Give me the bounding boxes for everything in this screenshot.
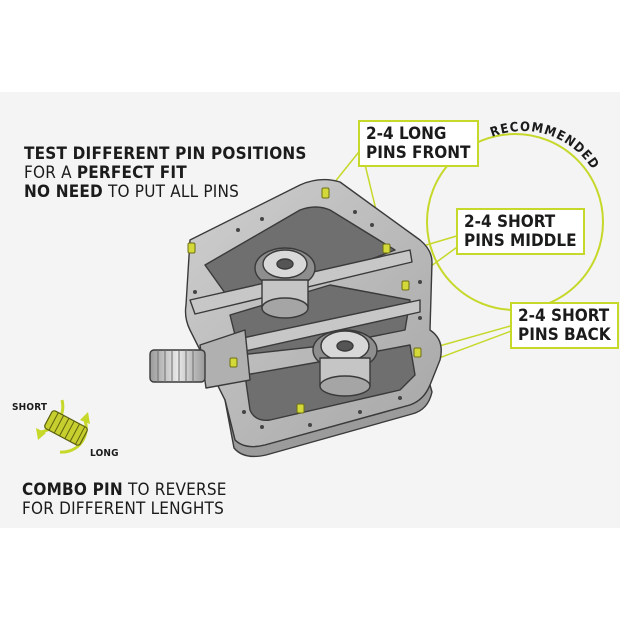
combo-title: COMBO PIN TO REVERSE <box>22 482 227 499</box>
intro-line-2-prefix: FOR A <box>24 163 77 183</box>
callout-back-line-2: PINS BACK <box>518 325 611 345</box>
callout-middle-pins: 2-4 SHORT PINS MIDDLE <box>456 208 585 255</box>
combo-pin-icon <box>36 399 90 454</box>
callout-front-pins: 2-4 LONG PINS FRONT <box>358 120 479 167</box>
intro-perfect-fit: PERFECT FIT <box>76 163 187 183</box>
callout-back-pins: 2-4 SHORT PINS BACK <box>510 302 619 349</box>
combo-short-label: SHORT <box>12 402 48 413</box>
pedal-pins <box>187 187 422 414</box>
callout-front-line-2: PINS FRONT <box>366 143 471 163</box>
pedal-body <box>149 178 442 458</box>
callout-middle-line-2: PINS MIDDLE <box>464 231 577 251</box>
combo-long-label: LONG <box>90 448 119 459</box>
combo-title-emph: COMBO PIN <box>22 480 123 500</box>
recommended-label: RECOMMENDED <box>488 120 602 173</box>
intro-line-1: TEST DIFFERENT PIN POSITIONS <box>24 144 307 164</box>
pedal-holes <box>193 210 422 429</box>
intro-no-need: NO NEED <box>24 182 103 202</box>
combo-subtitle: FOR DIFFERENT LENGHTS <box>22 499 225 519</box>
combo-title-rest: TO REVERSE <box>122 480 227 500</box>
intro-line-3-rest: TO PUT ALL PINS <box>102 182 240 202</box>
callout-front-line-1: 2-4 LONG <box>366 124 447 144</box>
callout-back-line-1: 2-4 SHORT <box>518 306 610 326</box>
callout-middle-line-1: 2-4 SHORT <box>464 212 556 232</box>
intro-text: TEST DIFFERENT PIN POSITIONS FOR A PERFE… <box>24 146 307 201</box>
